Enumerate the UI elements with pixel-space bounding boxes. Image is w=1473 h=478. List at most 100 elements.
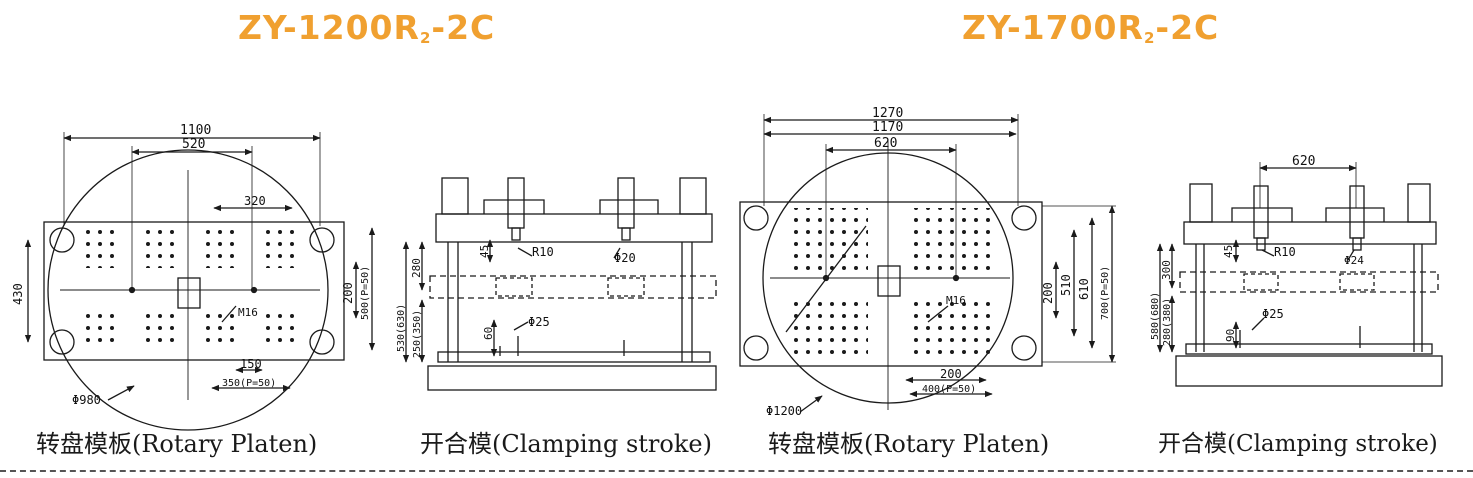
title-1700-main: ZY-1700R: [962, 8, 1144, 47]
dim-1170: 1170: [872, 120, 903, 135]
dim-250: 250(350): [412, 310, 423, 358]
bolt-pattern: [788, 208, 868, 270]
dim-500: 500(P=50): [360, 266, 371, 320]
tiebar-hole: [1011, 335, 1037, 361]
rotary-1700-labels: 1270 1170 620 200 510 610 700(P=50) M16 …: [766, 106, 1111, 418]
leader-line: [1347, 249, 1355, 261]
title-1700-sub: 2: [1143, 29, 1156, 47]
bolt-pattern: [206, 228, 242, 268]
rotary-plate-dashed: [1179, 271, 1439, 293]
bolt-pattern: [910, 208, 990, 270]
label-phi24: Φ24: [1344, 254, 1364, 267]
dim-90: 90: [1224, 329, 1237, 342]
clamp-1700-nozzle-block: [1325, 207, 1385, 222]
caption-clamping-1200: 开合模(Clamping stroke): [420, 430, 712, 458]
leader-line: [1251, 317, 1265, 331]
label-phi25: Φ25: [528, 315, 550, 329]
rotary-1200-labels: 1100 520 320 430 200 500(P=50) M16 150 3…: [11, 123, 371, 407]
dim-530: 530(630): [396, 304, 407, 352]
dim-350: 350(P=50): [222, 378, 276, 389]
leader-line: [517, 247, 533, 257]
title-1200-suffix: -2C: [431, 8, 496, 47]
dim-phi1200: Φ1200: [766, 404, 802, 418]
clamp-1200-nozzle: [617, 177, 635, 229]
mould-dashed: [607, 277, 645, 297]
label-r10: R10: [1274, 245, 1296, 259]
bolt-pattern: [910, 298, 990, 360]
tiebar-hole: [1011, 205, 1037, 231]
dim-200: 200: [341, 282, 355, 304]
label-r10: R10: [532, 245, 554, 259]
clamping-stroke-1700: [1156, 162, 1443, 387]
clamp-1700-base: [1175, 355, 1443, 387]
tiebar-hole: [309, 329, 335, 355]
center-dot: [250, 286, 258, 294]
dim-1100: 1100: [180, 123, 211, 138]
rotary-platen-1700: [739, 114, 1116, 413]
tiebar-hole: [743, 335, 769, 361]
dim-45: 45: [478, 245, 491, 258]
mould-dashed: [495, 277, 533, 297]
label-phi20: Φ20: [614, 251, 636, 265]
clamp-1700-labels: 620 45 R10 Φ24 580(680) 300 280(380) 90 …: [1150, 154, 1364, 346]
dim-620: 620: [874, 136, 897, 151]
dim-1270: 1270: [872, 106, 903, 121]
clamp-1200-base: [427, 365, 717, 391]
dim-200: 200: [1041, 282, 1055, 304]
dim-280: 280(380): [1162, 298, 1173, 346]
dim-610: 610: [1077, 278, 1091, 300]
caption-clamping-1700: 开合模(Clamping stroke): [1158, 431, 1438, 457]
bolt-pattern: [266, 228, 302, 268]
center-block: [177, 277, 201, 309]
bolt-pattern: [84, 228, 120, 268]
title-1700-suffix: -2C: [1155, 8, 1220, 47]
clamp-1700-nozzle: [1349, 185, 1365, 239]
dim-300: 300: [1160, 260, 1173, 280]
clamp-1200-cylinder: [679, 177, 707, 215]
dim-320: 320: [244, 194, 266, 208]
nozzle-tip: [1352, 237, 1362, 251]
leader-line: [221, 305, 237, 323]
leader-line: [513, 321, 529, 331]
platen-1700-outline: [739, 201, 1043, 367]
title-zy-1200: ZY-1200R2-2C: [238, 8, 495, 47]
tiebar-hole: [49, 227, 75, 253]
leader-line: [1261, 249, 1275, 257]
dim-280: 280: [410, 258, 423, 278]
clamp-1200-top-platen: [435, 213, 713, 243]
leader-line: [613, 247, 621, 259]
rotary-plate-dashed: [429, 275, 717, 299]
clamp-1700-top-platen: [1183, 221, 1437, 245]
label-m16: M16: [238, 306, 258, 319]
tiebar-hole: [743, 205, 769, 231]
clamp-1700-bottom-platen: [1185, 343, 1433, 355]
tiebar-hole: [309, 227, 335, 253]
dim-580: 580(680): [1150, 292, 1161, 340]
dim-400: 400(P=50): [922, 384, 976, 395]
title-1200-main: ZY-1200R: [238, 8, 420, 47]
bolt-pattern: [788, 298, 868, 360]
clamp-1200-labels: 45 R10 Φ20 530(630) 280 250(350) 60 Φ25: [396, 245, 636, 358]
bolt-pattern: [84, 310, 120, 350]
nozzle-tip: [511, 227, 521, 241]
dim-700: 700(P=50): [1100, 266, 1111, 320]
dim-phi980: Φ980: [72, 393, 101, 407]
title-1200-sub: 2: [419, 29, 432, 47]
platen-1200-outline: [43, 221, 345, 361]
dim-430: 430: [11, 283, 25, 305]
leader-line: [107, 385, 135, 401]
nozzle-tip: [1256, 237, 1266, 251]
leader-line: [927, 305, 949, 323]
dim-620: 620: [1292, 154, 1315, 169]
label-m16: M16: [946, 294, 966, 307]
clamp-1200-cylinder: [441, 177, 469, 215]
clamp-1700-cylinder: [1407, 183, 1431, 223]
nozzle-tip: [621, 227, 631, 241]
clamping-stroke-1200: [402, 177, 717, 391]
dim-45: 45: [1222, 245, 1235, 258]
bolt-pattern: [206, 310, 242, 350]
bolt-pattern: [144, 310, 180, 350]
dim-520: 520: [182, 137, 205, 152]
caption-rotary-1700: 转盘模板(Rotary Platen): [768, 430, 1050, 458]
